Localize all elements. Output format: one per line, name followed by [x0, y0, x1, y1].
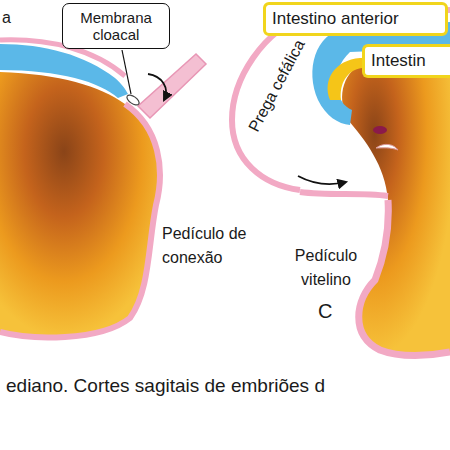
fold-arrow [298, 176, 346, 184]
cut-label: a [2, 6, 11, 30]
yolk-sac [0, 72, 160, 337]
part-label: Pedículo de conexão [162, 222, 254, 270]
ectoderm-outline [0, 104, 160, 337]
box-text: Membrana cloacal [63, 9, 169, 44]
figure-caption: ediano. Cortes sagitais de embriões d [6, 372, 325, 401]
fold-arrow [148, 74, 166, 100]
ectoderm-outline [232, 10, 450, 190]
septum [376, 144, 398, 150]
amnion [312, 22, 450, 125]
callout-box: Membrana cloacal [62, 3, 170, 49]
heart-primordium [373, 126, 387, 134]
panel-letter: C [318, 296, 332, 326]
leader-line [122, 50, 131, 94]
part-label: Pedículo vitelino [286, 244, 366, 292]
connecting-stalk [138, 54, 206, 118]
label-box: Intestin [362, 44, 450, 78]
cloacal-membrane [125, 93, 140, 107]
ectoderm-outline [300, 192, 388, 196]
amnion [0, 44, 128, 98]
box-text: Intestin [371, 51, 426, 71]
ectoderm-outline [359, 200, 450, 356]
label-box: Intestino anterior [263, 2, 448, 36]
yolk-sac [342, 60, 450, 356]
box-text: Intestino anterior [272, 9, 399, 29]
